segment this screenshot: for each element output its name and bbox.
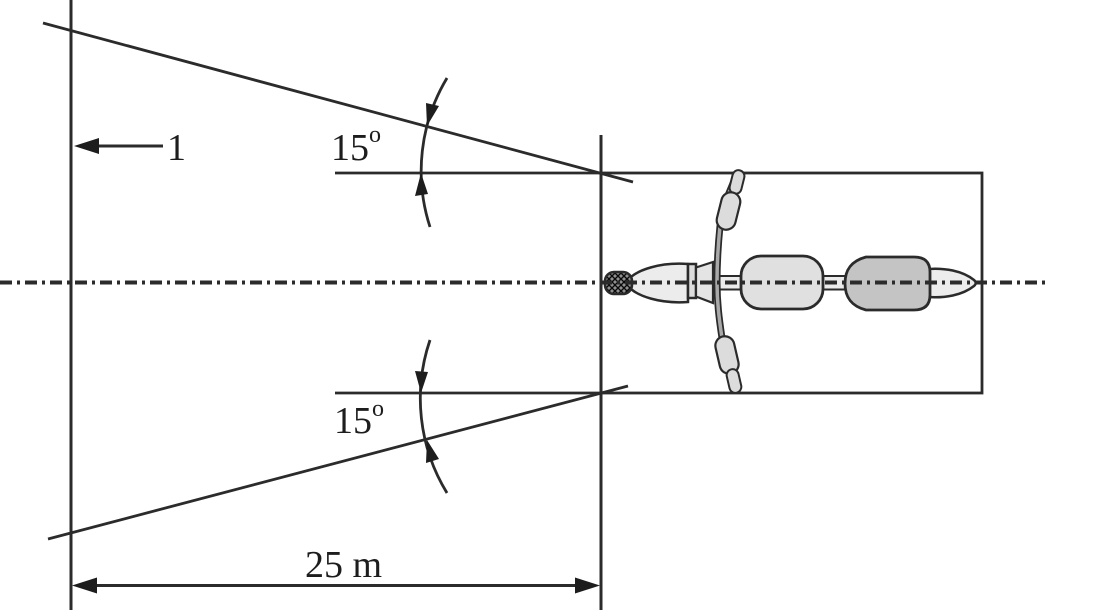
- handlebar-grip-top: [715, 191, 742, 231]
- bottom-angle-arc: [418, 339, 449, 494]
- handlebar-end-bottom: [725, 368, 743, 394]
- top-angle-degree-symbol: o: [369, 122, 381, 148]
- motorcycle-top-view: [603, 169, 977, 394]
- distance-arrowhead-left: [72, 577, 97, 594]
- bottom-angle-arrowhead-lower: [426, 440, 439, 463]
- seat: [843, 255, 932, 312]
- bottom-angle-label: 15o: [334, 396, 384, 442]
- top-angle-value: 15: [331, 127, 369, 169]
- lower-beam-line: [47, 384, 629, 541]
- top-angle-dimension: [415, 77, 449, 228]
- distance-dimension: [72, 577, 600, 594]
- top-angle-arrowhead-upper: [426, 103, 439, 126]
- bottom-angle-degree-symbol: o: [372, 396, 384, 422]
- distance-arrowhead-right: [575, 577, 600, 594]
- bottom-angle-dimension: [415, 339, 449, 494]
- item-1-arrowhead: [74, 138, 99, 154]
- distance-label: 25 m: [305, 544, 382, 586]
- bottom-angle-arrowhead-upper: [415, 371, 428, 393]
- top-angle-arc: [419, 77, 449, 228]
- item-1-label: 1: [167, 127, 186, 169]
- bottom-angle-value: 15: [334, 400, 372, 442]
- top-angle-arrowhead-lower: [415, 173, 428, 196]
- top-angle-label: 15o: [331, 122, 381, 169]
- upper-beam-line: [42, 21, 634, 184]
- item-1-callout: [74, 138, 163, 154]
